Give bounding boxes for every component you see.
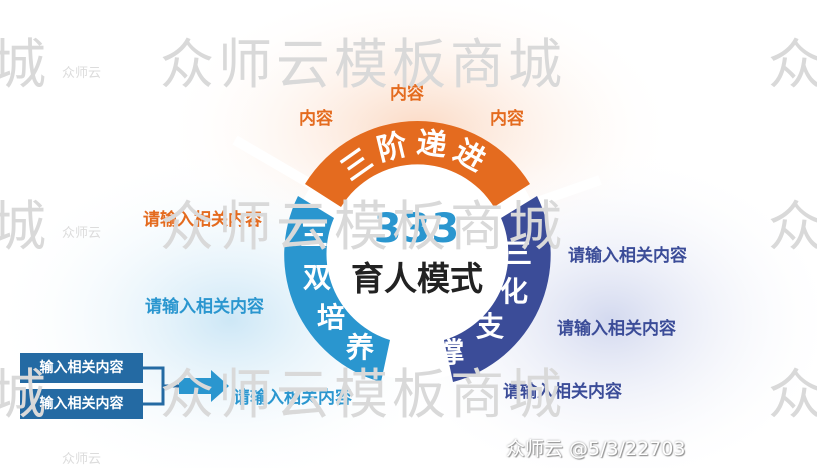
watermark-right-fragment-1: 众 [768, 33, 817, 96]
right-label-1: 请输入相关内容 [568, 246, 687, 266]
watermark-row-1: 众师云模板商城 [160, 33, 566, 96]
ring-segment-top[interactable] [305, 121, 530, 207]
center-title: 育人模式 [351, 259, 483, 298]
top-label-2: 内容 [390, 84, 424, 104]
watermark-row-2: 众师云模板商城 [160, 195, 566, 258]
left-segment-char-3: 培 [317, 301, 346, 334]
right-segment-char-4: 撑 [436, 336, 465, 369]
left-label-2: 请输入相关内容 [145, 297, 264, 317]
watermark-bottom-text: 众师云 @5/3/22703 [506, 438, 686, 460]
right-label-3: 请输入相关内容 [503, 382, 622, 402]
ring-segment-right[interactable] [444, 196, 551, 382]
ring-segment-left[interactable] [284, 196, 390, 382]
top-label-3: 内容 [490, 109, 524, 129]
left-label-1: 请输入相关内容 [143, 210, 262, 230]
watermark-left-fragment-1: 城 [0, 33, 50, 96]
top-label-1: 内容 [299, 109, 333, 129]
bracket-arrow-icon [143, 366, 229, 406]
watermark-left-fragment-3: 城 [0, 363, 50, 426]
left-segment-char-2: 双 [303, 261, 332, 294]
right-segment-char-3: 支 [476, 310, 505, 343]
side-box-1: 输入相关内容 [20, 353, 143, 383]
watermark-logo-1: 众师云 [62, 66, 102, 81]
left-segment-char-1: 三 [300, 219, 329, 252]
center-number: 333 [373, 206, 461, 252]
watermark-left-fragment-2: 城 [0, 195, 50, 258]
right-segment-char-2: 化 [500, 275, 529, 308]
watermark-logo-2: 众师云 [62, 226, 102, 241]
left-label-3: 请输入相关内容 [233, 388, 352, 408]
right-label-2: 请输入相关内容 [557, 319, 676, 339]
watermark-row-3: 众师云模板商城 [160, 363, 566, 426]
watermark-right-fragment-2: 众 [768, 195, 817, 258]
left-segment-char-4: 养 [346, 331, 375, 364]
watermark-logo-3: 众师云 [62, 452, 102, 467]
side-box-2: 输入相关内容 [20, 389, 143, 419]
ring-center [333, 170, 501, 338]
right-segment-char-1: 三 [504, 237, 533, 270]
watermark-right-fragment-3: 众 [768, 363, 817, 426]
